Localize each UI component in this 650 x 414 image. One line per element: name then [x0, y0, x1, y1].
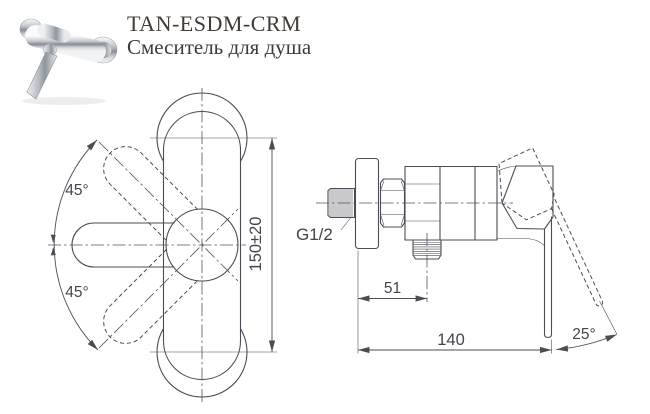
cartridge-cap: [37, 23, 71, 43]
valve-body: [404, 165, 498, 241]
depth-label: 140: [437, 331, 465, 349]
head-swing-arc: [497, 165, 517, 172]
inlet-pipe: [327, 187, 356, 219]
mixer-photo-body: [19, 18, 118, 100]
arc-arrow-upper-mid: [50, 234, 56, 243]
lever-angle-arc: [556, 334, 617, 352]
inlet-threads: [329, 189, 353, 217]
mount-distance-label: 150±20: [247, 217, 265, 272]
arc-arrow-lower-mid: [50, 247, 56, 256]
photo-shadow: [22, 97, 106, 105]
lever-position-up-dashed: [103, 248, 199, 344]
lever-angle-label: 25°: [572, 326, 595, 343]
upper-angle-label: 45°: [65, 182, 88, 199]
lever-blade: [26, 51, 58, 100]
product-photo: [19, 18, 118, 105]
product-model: TAN-ESDM-CRM: [127, 11, 302, 36]
lower-angle-label: 45°: [65, 284, 88, 301]
handle-solid: [497, 165, 554, 339]
thread-label: G1/2: [296, 225, 333, 244]
angle-leg-line: [599, 300, 618, 335]
handle-raised-dashed: [498, 147, 604, 307]
handle-blade: [543, 216, 553, 339]
front-view: 45° 45° 150±20: [48, 88, 277, 405]
mixer-body-bar: [25, 25, 106, 62]
title-block: TAN-ESDM-CRM Смеситель для душа: [127, 12, 311, 59]
body-handle-fillet: [497, 238, 545, 247]
side-dimensions: [340, 217, 618, 354]
shower-outlet: [412, 233, 442, 302]
outlet-offset-label: 51: [384, 280, 401, 297]
lever-swing-arc: [53, 139, 99, 351]
side-view: G1/2 51 140 25°: [296, 147, 618, 354]
product-subtitle: Смеситель для душа: [127, 35, 312, 59]
wall-plate: [354, 157, 380, 250]
thread-leader-line: [340, 217, 351, 231]
lever-position-down-dashed: [103, 146, 199, 242]
